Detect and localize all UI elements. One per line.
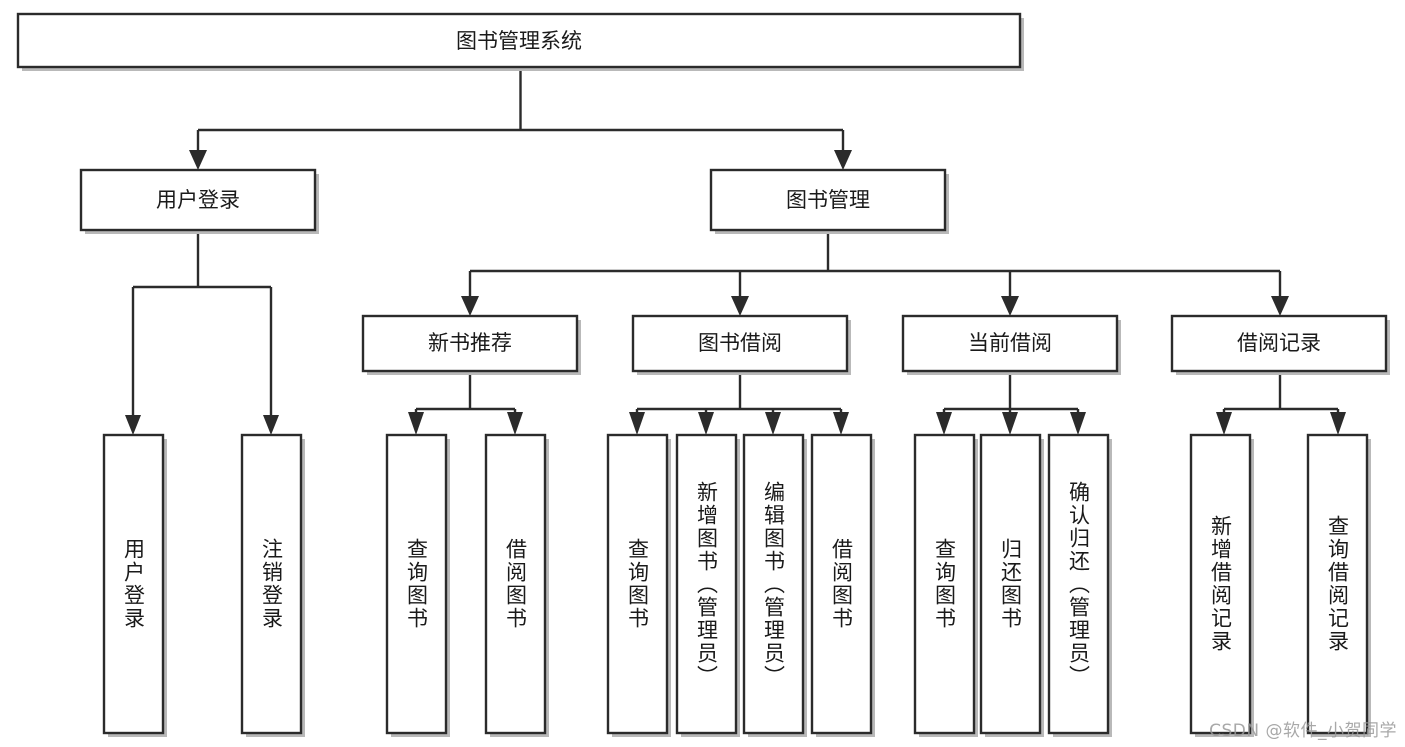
node-leaf-query-book-2[interactable]: [606, 433, 671, 737]
leaf-box: [742, 433, 805, 735]
node-borrow-record[interactable]: 借阅记录: [1170, 314, 1390, 375]
node-leaf-query-book-3[interactable]: [913, 433, 978, 737]
arrowhead-leaf-add-book: [698, 412, 714, 435]
node-book-manage-label: 图书管理: [786, 188, 870, 212]
leaf-box: [484, 433, 547, 735]
node-new-book-rec-label: 新书推荐: [428, 331, 512, 355]
leaf-box: [102, 433, 165, 735]
node-new-book-rec[interactable]: 新书推荐: [361, 314, 581, 375]
leaf-box: [675, 433, 738, 735]
node-leaf-query-book-1[interactable]: [385, 433, 450, 737]
leaf-box: [240, 433, 303, 735]
node-book-borrow-box: [631, 314, 849, 373]
node-book-borrow[interactable]: 图书借阅: [631, 314, 851, 375]
leaf-box: [810, 433, 873, 735]
leaf-box: [606, 433, 669, 735]
node-leaf-user-login[interactable]: [102, 433, 167, 737]
leaf-box: [913, 433, 976, 735]
connector-layer: [125, 67, 1346, 435]
arrowhead-leaf-confirm-return: [1070, 412, 1086, 435]
node-leaf-logout[interactable]: [240, 433, 305, 737]
leaf-box: [1189, 433, 1252, 735]
node-leaf-return-book[interactable]: [979, 433, 1044, 737]
arrowhead-leaf-add-record: [1216, 412, 1232, 435]
node-user-login[interactable]: 用户登录: [79, 168, 319, 234]
node-root[interactable]: 图书管理系统: [16, 12, 1024, 71]
leaf-box: [1047, 433, 1110, 735]
node-user-login-label: 用户登录: [156, 188, 240, 212]
arrowhead-leaf-user-login: [125, 415, 141, 435]
node-new-book-rec-box: [361, 314, 579, 373]
arrowhead-current-borrow: [1001, 296, 1019, 316]
node-book-manage-box: [709, 168, 947, 232]
arrowhead-leaf-borrow-book-2: [833, 412, 849, 435]
arrowhead-leaf-query-book-1: [408, 412, 424, 435]
node-leaf-borrow-book-2[interactable]: [810, 433, 875, 737]
arrowhead-leaf-logout: [263, 415, 279, 435]
node-book-borrow-label: 图书借阅: [698, 331, 782, 355]
node-leaf-confirm-return[interactable]: [1047, 433, 1112, 737]
node-leaf-query-record[interactable]: [1306, 433, 1371, 737]
arrowhead-user-login: [189, 150, 207, 170]
arrowhead-leaf-borrow-book-1: [507, 412, 523, 435]
csdn-watermark: CSDN @软件_小贺同学: [1209, 721, 1397, 741]
node-current-borrow-box: [901, 314, 1119, 373]
arrowhead-leaf-return-book: [1002, 412, 1018, 435]
node-borrow-record-box: [1170, 314, 1388, 373]
arrowhead-leaf-query-record: [1330, 412, 1346, 435]
node-borrow-record-label: 借阅记录: [1237, 331, 1321, 355]
arrowhead-new-book-rec: [461, 296, 479, 316]
leaf-box: [979, 433, 1042, 735]
leaf-box: [385, 433, 448, 735]
node-leaf-add-record[interactable]: [1189, 433, 1254, 737]
node-leaf-borrow-book-1[interactable]: [484, 433, 549, 737]
node-leaf-add-book[interactable]: [675, 433, 740, 737]
arrowhead-book-borrow: [731, 296, 749, 316]
node-leaf-edit-book[interactable]: [742, 433, 807, 737]
arrowhead-book-manage: [834, 150, 852, 170]
node-user-login-box: [79, 168, 317, 232]
arrowhead-borrow-record: [1271, 296, 1289, 316]
node-current-borrow[interactable]: 当前借阅: [901, 314, 1121, 375]
node-current-borrow-label: 当前借阅: [968, 331, 1052, 355]
arrowhead-leaf-query-book-2: [629, 412, 645, 435]
arrowhead-leaf-edit-book: [765, 412, 781, 435]
node-root-box: [16, 12, 1022, 69]
arrowhead-leaf-query-book-3: [936, 412, 952, 435]
node-root-label: 图书管理系统: [456, 29, 582, 53]
node-book-manage[interactable]: 图书管理: [709, 168, 949, 234]
leaf-box: [1306, 433, 1369, 735]
